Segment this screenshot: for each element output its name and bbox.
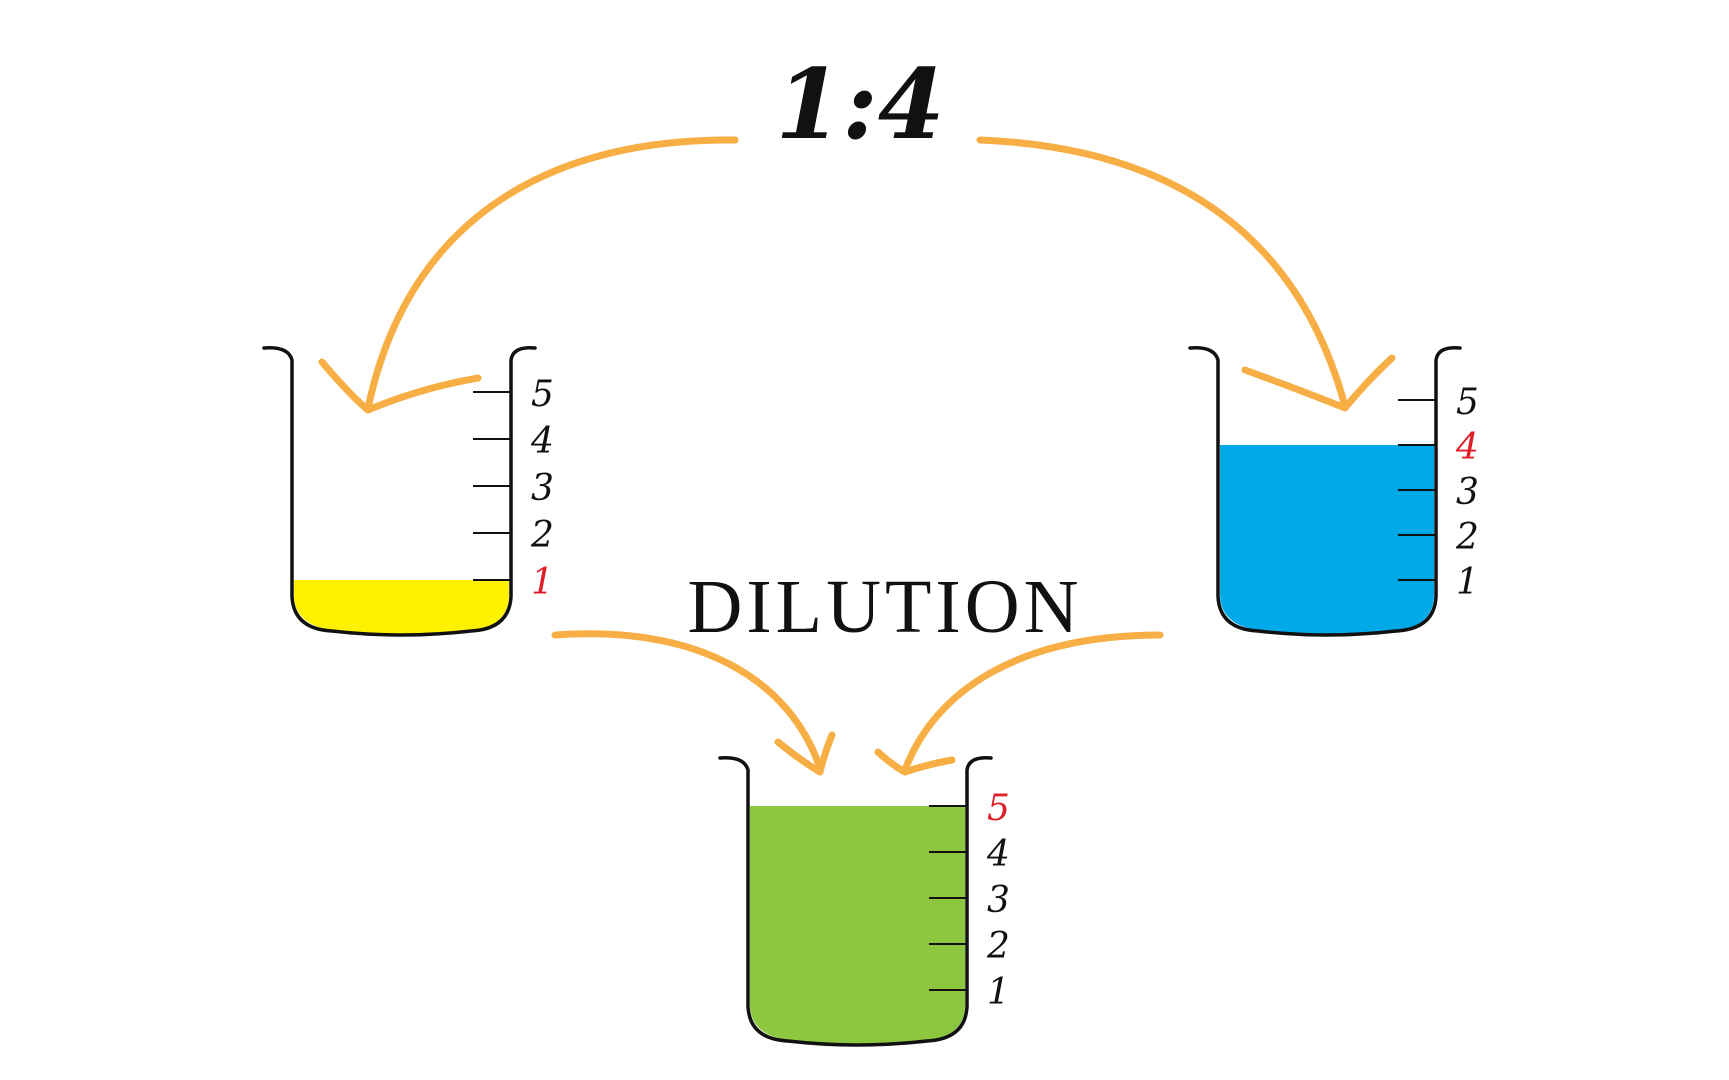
arrow-ratio-to-yellow-beaker [318, 136, 739, 414]
tick-label-green-2: 2 [986, 926, 1010, 967]
arrow-yellow-to-green-beaker [551, 630, 836, 776]
tick-label-green-4: 4 [986, 834, 1010, 875]
arrow-blue-to-green-beaker [874, 631, 1164, 776]
beaker-green: 1 2 3 4 5 [718, 756, 1010, 1047]
tick-label-yellow-1: 1 [531, 562, 554, 603]
tick-label-blue-2: 2 [1455, 517, 1479, 558]
tick-label-yellow-3: 3 [531, 468, 554, 509]
tick-label-green-5: 5 [987, 788, 1010, 829]
tick-label-yellow-5: 5 [531, 374, 554, 415]
tick-label-blue-3: 3 [1456, 472, 1479, 513]
arrows [318, 136, 1396, 776]
liquid-yellow [294, 580, 509, 634]
tick-label-green-1: 1 [987, 972, 1010, 1013]
tick-label-blue-5: 5 [1456, 382, 1479, 423]
arrow-ratio-to-blue-beaker [976, 136, 1396, 412]
diagram-title: DILUTION [687, 565, 1082, 649]
liquid-green [750, 806, 965, 1044]
beaker-yellow: 1 2 3 4 5 [262, 346, 554, 637]
tick-label-blue-4: 4 [1455, 427, 1479, 468]
ratio-label: 1:4 [775, 48, 944, 161]
beaker-outline-green [718, 756, 993, 1047]
tick-label-yellow-2: 2 [530, 515, 554, 556]
beaker-outline-yellow [262, 346, 537, 637]
tick-label-green-3: 3 [987, 880, 1010, 921]
tick-label-yellow-4: 4 [530, 421, 554, 462]
beaker-outline-blue [1188, 346, 1462, 637]
tick-label-blue-1: 1 [1456, 562, 1479, 603]
liquid-blue [1220, 445, 1434, 634]
